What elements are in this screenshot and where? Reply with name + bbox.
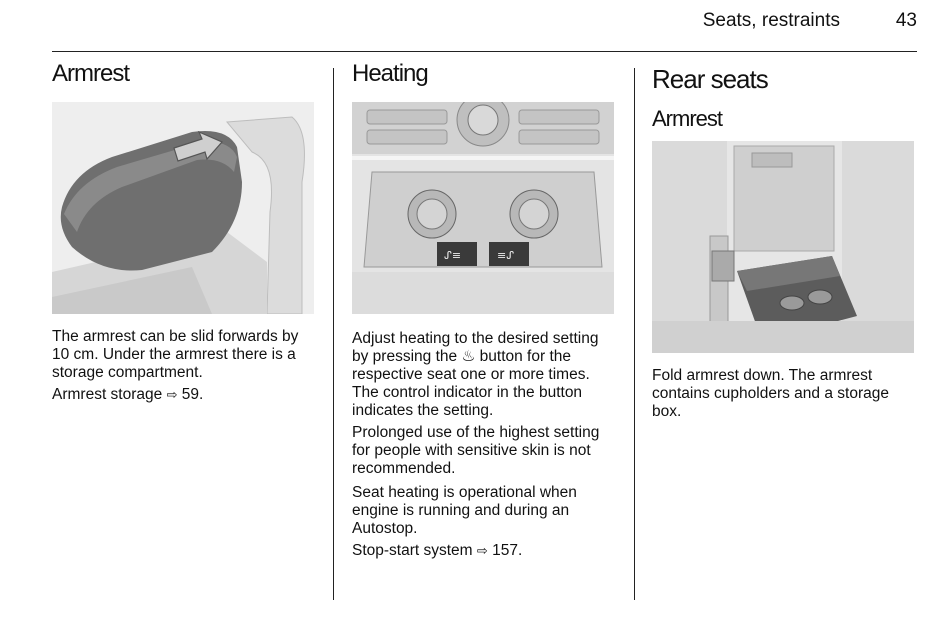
rear-armrest-figure [652,141,914,353]
section-title: Seats, restraints [702,10,840,31]
xref-arrow-icon: ⇨ [476,543,488,558]
reference-text: Stop-start system [352,542,477,559]
subsection-heading: Armrest [652,106,723,131]
section-heading: Rear seats [652,64,769,94]
heating-controls-figure: ᔑ≡ ≡ᔑ [352,102,614,314]
svg-text:≡ᔑ: ≡ᔑ [497,249,514,262]
heating-text-b: button for the respective seat one or mo… [352,348,590,419]
reference-page[interactable]: 59. [181,386,204,403]
column-armrest: Armrest [52,60,314,88]
column-divider [333,68,334,600]
section-heading: Heating [352,60,429,87]
column-heating: Heating [352,60,614,88]
armrest-paragraph: The armrest can be slid forwards by 10 c… [52,328,299,381]
svg-text:ᔑ≡: ᔑ≡ [444,249,461,262]
heating-paragraph-2: Prolonged use of the highest setting for… [352,424,600,477]
heating-paragraph-1: Adjust heating to the desired setting by… [352,330,614,420]
rear-armrest-paragraph: Fold armrest down. The armrest contains … [652,367,889,420]
page-number: 43 [895,10,917,31]
heating-text-a: Adjust heating to the desired setting by… [352,330,599,365]
heating-paragraph-3: Seat heating is operational when engine … [352,484,577,537]
seat-heating-icon: ♨ [461,348,476,365]
stop-start-reference: Stop-start system ⇨ 157. [352,542,614,560]
header-rule [52,51,917,52]
armrest-storage-reference: Armrest storage ⇨ 59. [52,386,314,404]
xref-arrow-icon: ⇨ [166,387,178,402]
section-heading: Armrest [52,60,130,87]
reference-page[interactable]: 157. [492,542,523,559]
column-rear-seats: Rear seats [652,64,914,95]
armrest-figure [52,102,314,314]
reference-text: Armrest storage [52,386,167,403]
column-divider [634,68,635,600]
subsection: Armrest [652,106,914,132]
